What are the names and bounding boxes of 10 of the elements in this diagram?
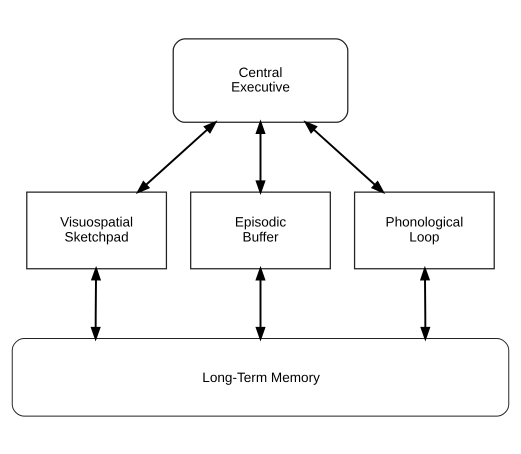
arrow (136, 120, 218, 194)
arrow (255, 265, 266, 341)
node-box: Episodic Buffer (190, 190, 331, 269)
node-box: Visuospatial Sketchpad (26, 190, 168, 269)
node-box: Central Executive (172, 38, 348, 122)
arrow (420, 265, 430, 341)
arrow (90, 265, 102, 341)
arrow (304, 120, 386, 194)
node-box: Phonological Loop (354, 190, 495, 269)
arrow (255, 118, 266, 194)
